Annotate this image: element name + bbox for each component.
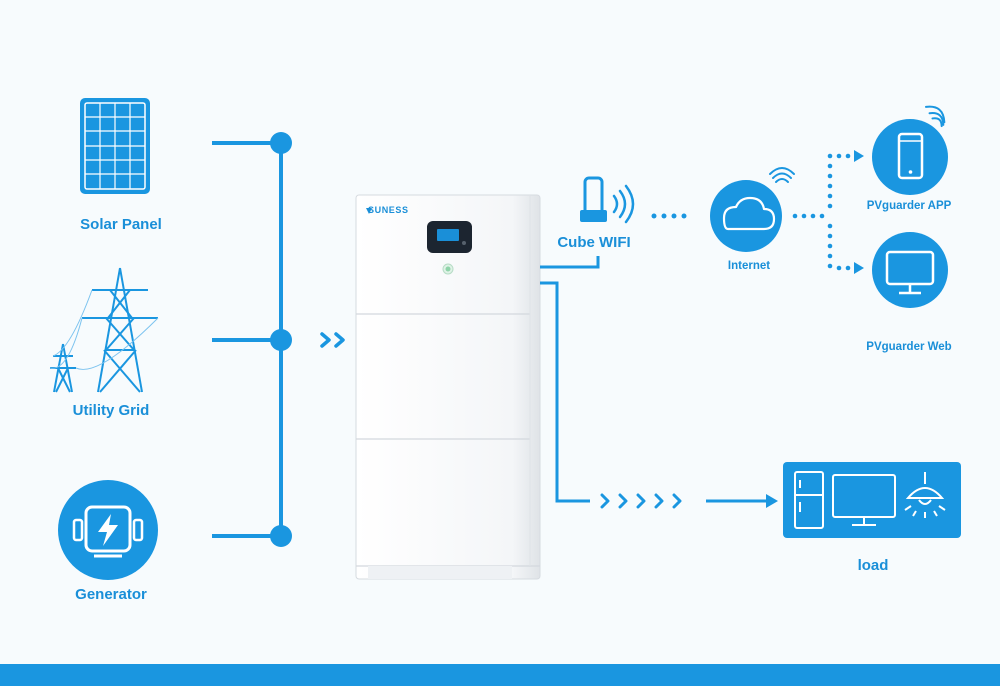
junction-dot (270, 132, 292, 154)
load-arrow (706, 494, 778, 508)
brand-mark-icon (366, 208, 372, 214)
smartphone-icon (872, 105, 948, 195)
wifi-to-internet-dots (651, 213, 687, 219)
internet-label: Internet (727, 260, 771, 272)
battery-cabinet-icon (355, 194, 541, 580)
wifi-connection-line (540, 256, 600, 269)
refrigerator-icon (794, 471, 824, 529)
junction-dot (270, 329, 292, 351)
internet-to-devices-dots (792, 150, 864, 274)
load-connection-line (540, 281, 590, 503)
load-label: load (857, 557, 889, 574)
generator-icon (58, 480, 158, 580)
pvguarder-web-label: PVguarder Web (866, 341, 952, 353)
pvguarder-app-label: PVguarder APP (866, 200, 952, 212)
junction-dot (270, 525, 292, 547)
utility-grid-label: Utility Grid (72, 402, 150, 419)
monitor-icon (872, 232, 948, 308)
solar-panel-icon (80, 98, 150, 194)
bus-junctions (270, 132, 292, 547)
battery-brand: SUNESS (368, 205, 409, 215)
wifi-dongle-icon (580, 176, 635, 224)
solar-panel-label: Solar Panel (80, 216, 162, 233)
cube-wifi-label: Cube WIFI (557, 234, 631, 251)
generator-label: Generator (75, 586, 147, 603)
transmission-tower-icon (49, 267, 159, 393)
flow-chevrons-to-battery (320, 332, 345, 348)
cloud-icon (710, 167, 795, 252)
tv-icon (832, 474, 896, 526)
ceiling-lamp-icon (904, 472, 946, 518)
bottom-accent-bar (0, 664, 1000, 686)
load-appliances-panel (783, 462, 961, 538)
flow-chevrons-to-load (600, 493, 682, 509)
